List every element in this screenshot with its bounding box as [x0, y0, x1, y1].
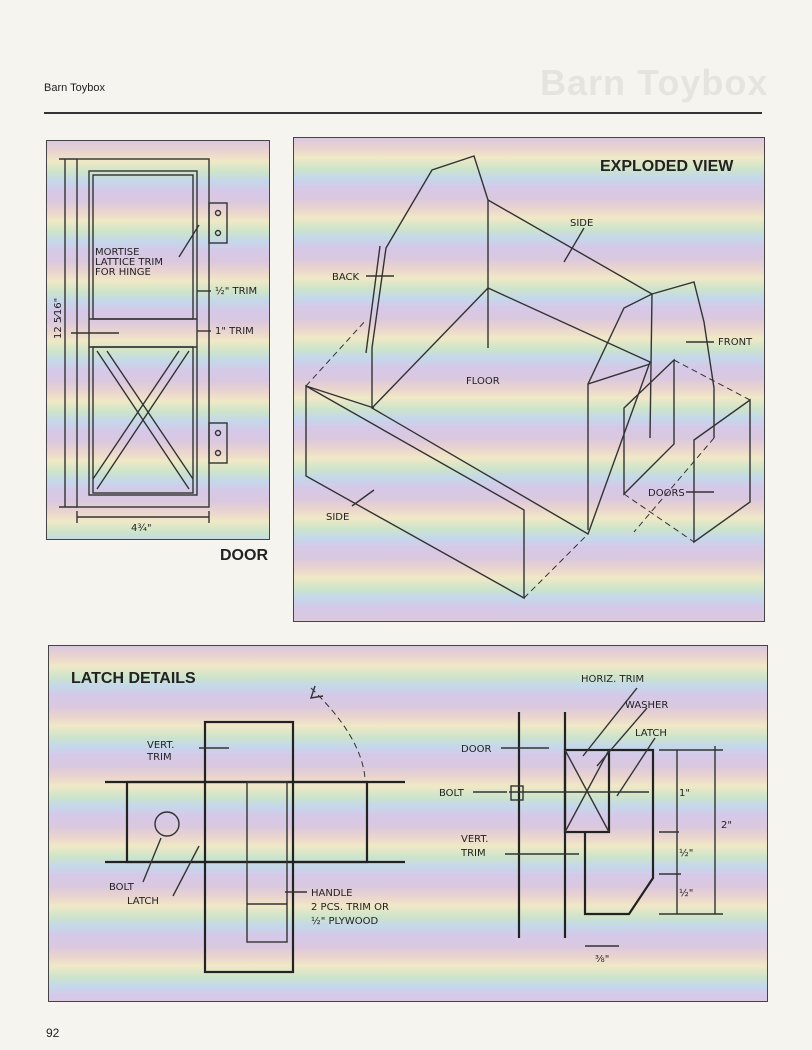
label-vert-right-2: TRIM: [460, 848, 486, 859]
label-mortise-2: LATTICE TRIM: [95, 257, 163, 268]
page-number: 92: [46, 1026, 60, 1040]
door-drawing-panel: MORTISE LATTICE TRIM FOR HINGE ½" TRIM 1…: [46, 140, 270, 540]
label-latch-right: LATCH: [635, 728, 667, 739]
label-horiz-trim: HORIZ. TRIM: [581, 674, 644, 685]
exploded-view-title: EXPLODED VIEW: [600, 158, 734, 175]
label-washer: WASHER: [625, 700, 668, 711]
dim-half-2: ½": [679, 887, 693, 899]
label-height: 12 5⁄16": [53, 298, 64, 339]
label-vert-right-1: VERT.: [461, 834, 488, 845]
label-one-trim: 1" TRIM: [215, 326, 254, 337]
label-handle-2: 2 PCS. TRIM OR: [311, 902, 389, 913]
dim-three-eighths: ⅜": [595, 954, 609, 965]
latch-details-panel: LATCH DETAILS VERT. TRIM BOLT LATCH HAND…: [48, 645, 768, 1002]
label-vert-trim-2: TRIM: [146, 752, 172, 763]
label-mortise-3: FOR HINGE: [95, 267, 151, 278]
label-half-trim: ½" TRIM: [215, 285, 257, 297]
label-width: 4¾": [131, 523, 152, 534]
label-doors: DOORS: [648, 488, 685, 499]
label-front: FRONT: [718, 337, 753, 348]
label-handle: HANDLE: [311, 888, 352, 899]
bleed-through-title: Barn Toybox: [540, 62, 769, 103]
label-handle-3: ½" PLYWOOD: [311, 915, 378, 927]
label-side-bottom: SIDE: [326, 512, 349, 523]
latch-details-drawing: VERT. TRIM BOLT LATCH HANDLE 2 PCS. TRIM…: [105, 674, 732, 974]
running-header: Barn Toybox: [44, 82, 105, 94]
label-vert-trim-1: VERT.: [147, 740, 174, 751]
header-rule: [44, 112, 762, 114]
label-back: BACK: [332, 272, 360, 283]
label-door: DOOR: [461, 744, 491, 755]
latch-details-title: LATCH DETAILS: [71, 670, 196, 687]
label-floor: FLOOR: [466, 376, 500, 387]
label-mortise-1: MORTISE: [95, 247, 139, 258]
dim-one-inch: 1": [679, 788, 690, 799]
dim-two-inch: 2": [721, 820, 732, 831]
exploded-view-drawing: SIDE BACK FRONT FLOOR SIDE DOORS: [305, 155, 753, 600]
label-latch: LATCH: [127, 896, 159, 907]
exploded-view-panel: EXPLODED VIEW SIDE BACK FRONT: [293, 137, 765, 622]
door-drawing: MORTISE LATTICE TRIM FOR HINGE ½" TRIM 1…: [53, 158, 257, 534]
door-caption: DOOR: [220, 547, 268, 564]
dim-half-1: ½": [679, 847, 693, 859]
label-side-top: SIDE: [570, 218, 593, 229]
label-bolt: BOLT: [109, 882, 135, 893]
label-bolt-right: BOLT: [439, 788, 465, 799]
